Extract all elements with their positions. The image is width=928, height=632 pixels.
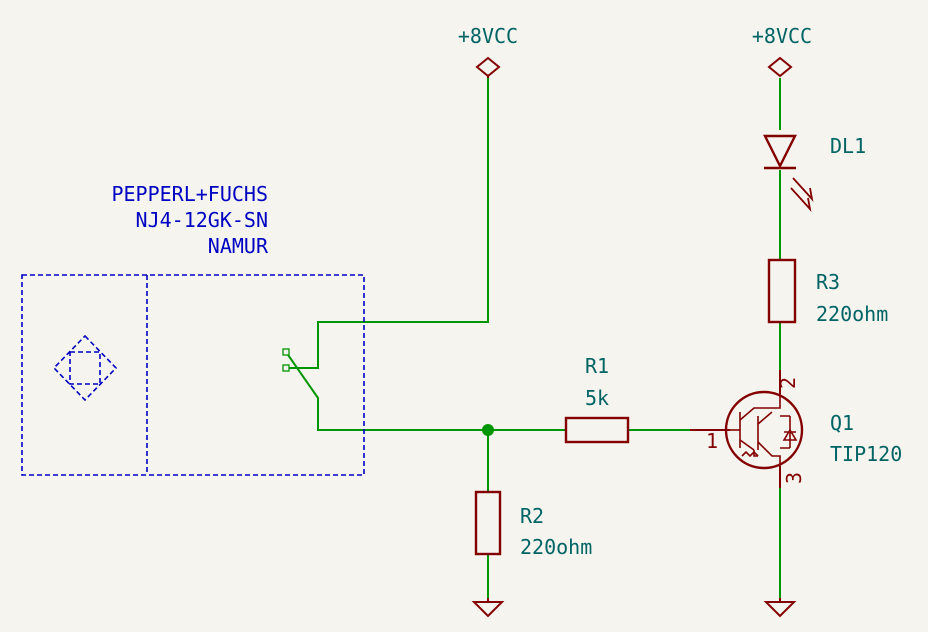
- q1-pin-base-label: 1: [706, 429, 718, 453]
- r2-ref-label: R2: [520, 504, 544, 528]
- resistor-body: [474, 490, 502, 556]
- wire-vcc1-to-sensor: [286, 78, 489, 369]
- sensor-coil-icon: [69, 351, 101, 385]
- resistor-body: [564, 416, 630, 444]
- r2-value-label: 220ohm: [520, 535, 592, 559]
- sensor-contacts: [282, 348, 290, 372]
- note-line-1: PEPPERL+FUCHS: [111, 182, 268, 206]
- resistor-body: [767, 258, 797, 324]
- q1-pin-collector-label: 2: [776, 377, 800, 389]
- r1-ref-label: R1: [585, 354, 609, 378]
- r1-value-label: 5k: [585, 386, 609, 410]
- r3-ref-label: R3: [816, 270, 840, 294]
- power-symbol-vcc-2[interactable]: +8VCC: [752, 24, 812, 78]
- q1-value-label: TIP120: [830, 442, 902, 466]
- namur-sensor-block: [21, 274, 365, 476]
- note-line-3: NAMUR: [208, 234, 269, 258]
- note-text: PEPPERL+FUCHS NJ4-12GK-SN NAMUR: [111, 182, 268, 258]
- sensor-contact-bottom: [282, 364, 290, 372]
- wire-sensor-to-junction: [285, 351, 566, 431]
- led-dl1[interactable]: [763, 134, 814, 212]
- q1-pin-emitter-label: 3: [782, 472, 806, 484]
- sensor-contact-top: [282, 348, 290, 356]
- led-ref-label: DL1: [830, 134, 866, 158]
- transistor-q1[interactable]: [690, 370, 804, 488]
- sensor-diamond-icon: [52, 334, 118, 402]
- led-body-icon: [763, 134, 797, 169]
- power-flag-icon: [767, 56, 793, 78]
- resistor-r1[interactable]: [564, 416, 630, 444]
- power-symbol-vcc-1[interactable]: +8VCC: [458, 24, 518, 78]
- resistor-r3[interactable]: [767, 258, 797, 324]
- ground-symbol-1[interactable]: [471, 598, 505, 618]
- led-emission-icon: [790, 177, 814, 212]
- note-line-2: NJ4-12GK-SN: [136, 208, 268, 232]
- r3-value-label: 220ohm: [816, 302, 888, 326]
- sensor-outline: [21, 274, 365, 476]
- q1-body: [724, 390, 804, 470]
- q1-ref-label: Q1: [830, 411, 854, 435]
- wires: [285, 78, 781, 598]
- q1-internals: [730, 394, 798, 466]
- power-label: +8VCC: [458, 24, 518, 48]
- power-flag-icon: [475, 56, 501, 78]
- resistor-r2[interactable]: [474, 490, 502, 556]
- junction-dot: [482, 424, 494, 436]
- ground-symbol-2[interactable]: [763, 598, 797, 618]
- power-label: +8VCC: [752, 24, 812, 48]
